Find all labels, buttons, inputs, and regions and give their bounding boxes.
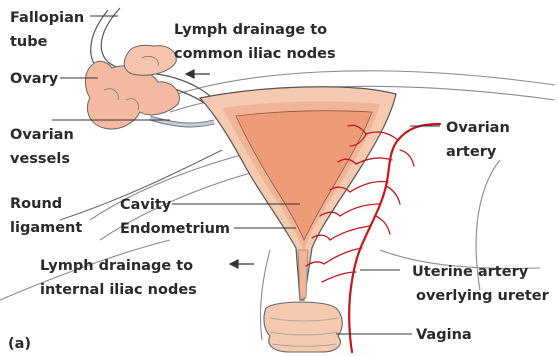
label-ovarian-artery-l1: Ovarian [446, 120, 510, 136]
arrow-internal-iliac [230, 260, 254, 268]
label-lymph-internal-l1: Lymph drainage to [40, 258, 193, 274]
cervical-canal [298, 250, 308, 298]
label-fallopian-tube-l2: tube [10, 34, 48, 50]
ovarian-vessels [150, 118, 214, 125]
label-round-ligament-l1: Round [10, 196, 62, 212]
label-lymph-common-l2: common iliac nodes [174, 46, 336, 62]
label-endometrium: Endometrium [120, 221, 230, 237]
label-lymph-common-l1: Lymph drainage to [174, 22, 327, 38]
label-ovarian-vessels-l2: vessels [10, 151, 70, 167]
label-cavity: Cavity [120, 197, 172, 213]
label-round-ligament-l2: ligament [10, 220, 82, 236]
label-fallopian-tube-l1: Fallopian [10, 10, 84, 26]
label-ovarian-artery-l2: artery [446, 144, 497, 160]
label-ovary: Ovary [10, 71, 59, 87]
figure-tag: (a) [8, 336, 31, 352]
vagina [264, 302, 342, 352]
label-ovarian-vessels-l1: Ovarian [10, 127, 74, 143]
label-uterine-artery-l1: Uterine artery [412, 264, 529, 280]
ovary [85, 45, 179, 129]
label-vagina: Vagina [416, 327, 472, 343]
label-lymph-internal-l2: internal iliac nodes [40, 282, 197, 298]
arrow-common-iliac [186, 70, 210, 78]
label-uterine-artery-l2: overlying ureter [416, 288, 550, 304]
